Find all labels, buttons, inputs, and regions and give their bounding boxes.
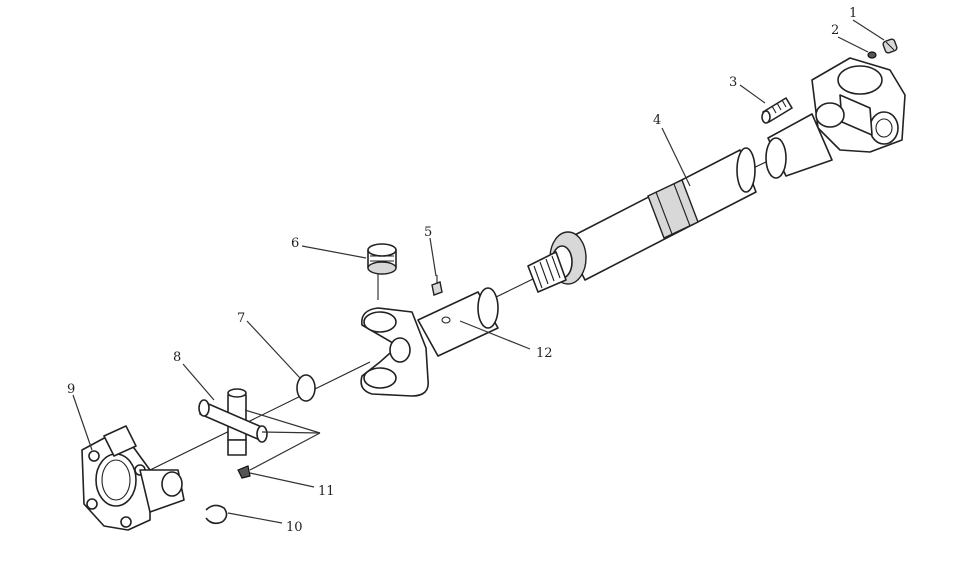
part-2-washer [867,51,877,59]
callout-labels: 1 2 3 4 5 6 7 8 9 10 11 12 [67,6,857,535]
callout-2: 2 [831,23,839,38]
callout-3: 3 [729,75,737,90]
part-10-snap-ring [205,504,228,525]
callout-9: 9 [67,382,75,397]
part-12-slip-yoke [360,287,499,397]
callout-6: 6 [291,236,299,251]
callout-1: 1 [849,6,857,21]
callout-4: 4 [653,113,661,128]
callout-12: 12 [536,346,553,361]
part-5-grease-fitting [431,275,443,296]
part-6-bearing-cup [367,243,397,275]
leader-lines [72,19,885,524]
part-11-grease-fitting [237,465,251,479]
callout-8: 8 [173,350,181,365]
callout-7: 7 [237,311,245,326]
part-1-grease-cap [882,38,898,54]
part-4-main-tube [527,147,757,293]
part-3-bolt [761,97,793,124]
part-9-flange-yoke [81,425,185,531]
right-tube-stub [765,113,833,179]
callout-11: 11 [318,484,335,499]
callout-10: 10 [286,520,303,535]
right-flange-yoke [811,57,906,153]
callout-5: 5 [424,225,432,240]
part-7-thrust-washer [296,374,316,402]
part-8-universal-joint-cross [198,388,268,456]
